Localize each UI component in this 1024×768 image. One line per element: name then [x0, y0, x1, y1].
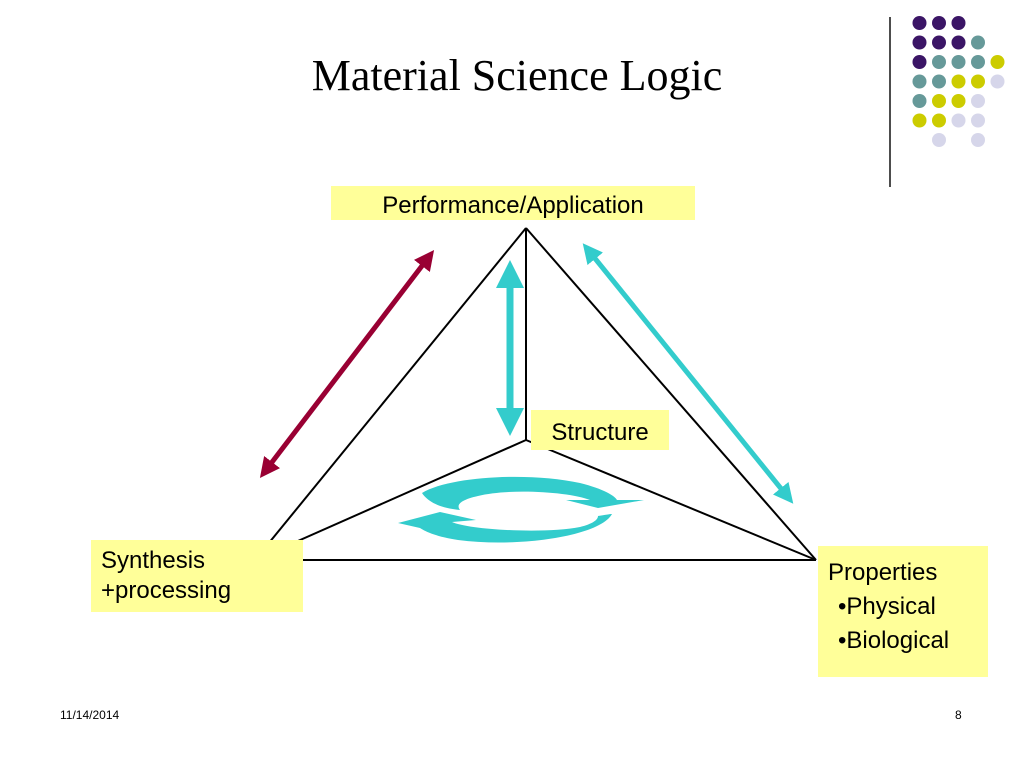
decorative-dot	[971, 94, 985, 108]
footer-date: 11/14/2014	[60, 708, 120, 722]
node-performance-application: Performance/Application	[331, 186, 695, 220]
decorative-dot	[912, 94, 927, 108]
decorative-dot	[990, 74, 1005, 89]
decorative-dot	[971, 74, 985, 89]
decorative-dot	[971, 133, 985, 147]
decorative-dot	[951, 94, 966, 108]
decorative-dot	[912, 55, 927, 69]
decorative-dot	[912, 16, 927, 30]
decorative-dot	[932, 35, 946, 50]
decorative-dot	[932, 16, 946, 30]
decorative-dot	[990, 55, 1005, 69]
properties-item-physical: •Physical	[838, 593, 936, 620]
decorative-dot	[912, 35, 927, 50]
decorative-dot	[971, 113, 985, 128]
decorative-dot	[912, 113, 927, 128]
synthesis-line-2: +processing	[101, 577, 232, 604]
decorative-dot	[951, 16, 966, 30]
properties-title: Properties	[828, 559, 938, 586]
decorative-dot	[912, 74, 927, 89]
node-structure: Structure	[531, 410, 669, 450]
decorative-dot	[971, 55, 985, 69]
decorative-dot	[951, 35, 966, 50]
cycle-icon	[398, 476, 644, 543]
header-divider	[889, 17, 891, 187]
decorative-dot	[932, 133, 946, 147]
decorative-dot	[951, 113, 966, 128]
node-synthesis-processing: Synthesis +processing	[91, 540, 303, 612]
decorative-dot	[971, 35, 985, 50]
decorative-dot	[932, 94, 946, 108]
maroon-double-arrow	[259, 250, 435, 478]
decorative-dot-grid	[912, 16, 1005, 147]
slide-title: Material Science Logic	[311, 51, 723, 100]
edge-right	[525, 227, 817, 561]
decorative-dot	[932, 113, 946, 128]
edge-left	[254, 227, 527, 561]
synthesis-line-1: Synthesis	[101, 547, 206, 574]
decorative-dot	[951, 55, 966, 69]
footer-page-number: 8	[955, 708, 962, 722]
decorative-dot	[951, 74, 966, 89]
cyan-right-double-arrow	[582, 243, 794, 504]
properties-item-biological: •Biological	[838, 627, 950, 654]
node-properties: Properties •Physical •Biological	[818, 546, 988, 677]
decorative-dot	[932, 74, 946, 89]
decorative-dot	[932, 55, 946, 69]
